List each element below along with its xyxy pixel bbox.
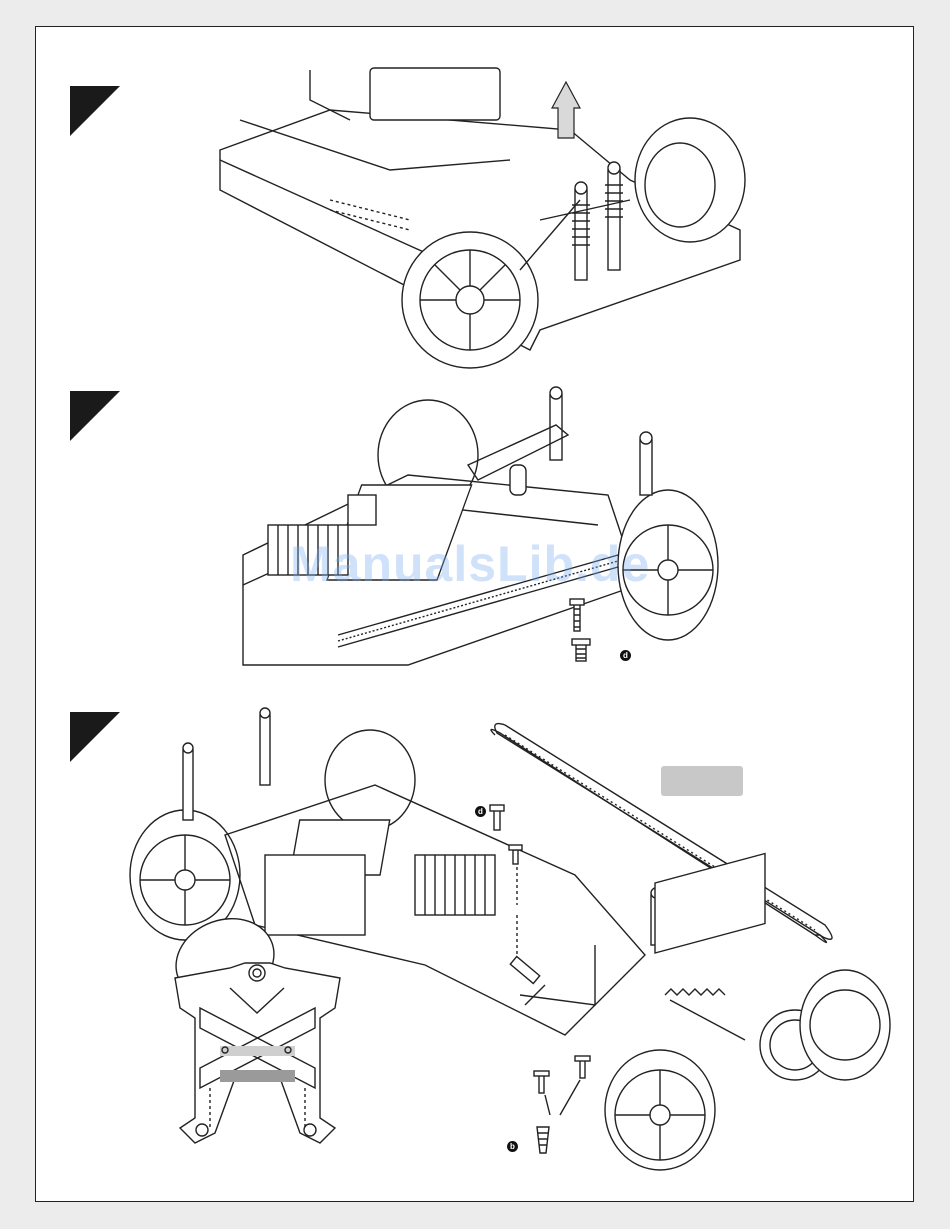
step-marker-1 bbox=[70, 86, 120, 136]
step-marker-3 bbox=[70, 712, 120, 762]
shock-left bbox=[572, 182, 590, 280]
callout-step3-b: b bbox=[507, 1141, 518, 1152]
step1-illustration bbox=[210, 60, 760, 370]
callout-step3-d: d bbox=[475, 806, 486, 817]
watermark: ManualsLib.de bbox=[290, 535, 650, 593]
step-marker-2 bbox=[70, 391, 120, 441]
callout-step2-d: d bbox=[620, 650, 631, 661]
bulkhead-plate-inset bbox=[170, 958, 345, 1148]
screws-step3 bbox=[490, 805, 590, 1153]
step2-illustration bbox=[238, 385, 728, 675]
lift-arrow bbox=[552, 82, 580, 138]
shock-tower bbox=[550, 387, 652, 495]
shock-right bbox=[605, 162, 623, 270]
part-label-box bbox=[661, 766, 743, 796]
